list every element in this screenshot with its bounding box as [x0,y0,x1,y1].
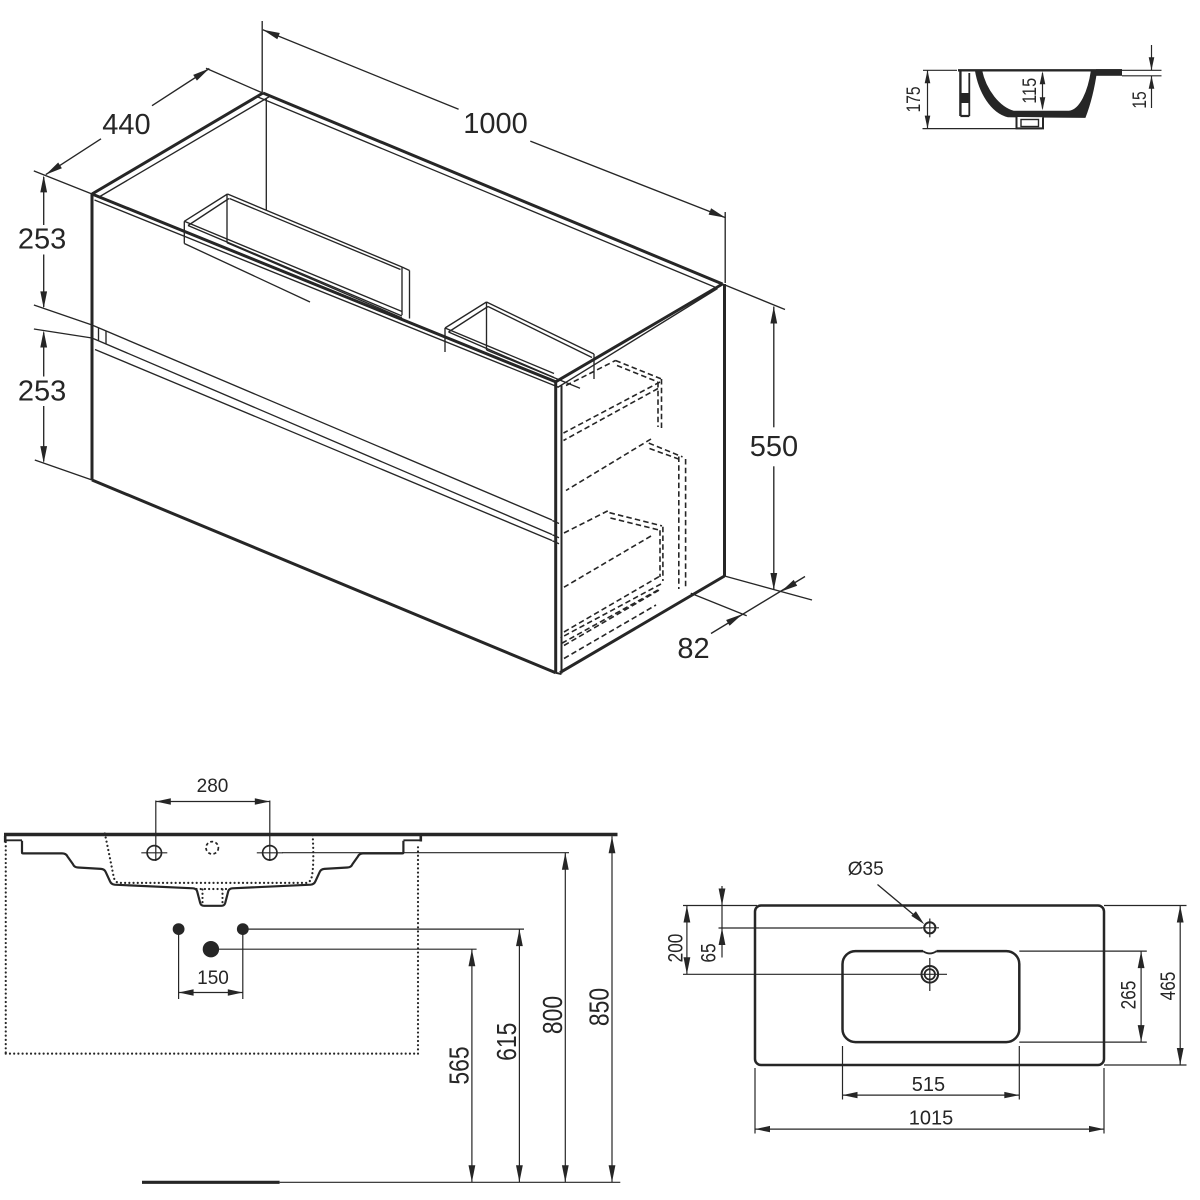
svg-text:15: 15 [1130,91,1151,108]
svg-text:115: 115 [1020,78,1041,104]
svg-text:65: 65 [698,943,721,962]
svg-text:850: 850 [584,988,615,1026]
svg-text:440: 440 [102,109,150,141]
svg-text:253: 253 [18,375,66,407]
svg-text:200: 200 [664,934,687,963]
svg-text:82: 82 [677,633,709,665]
svg-text:565: 565 [443,1046,474,1084]
svg-text:465: 465 [1157,972,1180,1001]
svg-text:150: 150 [197,968,229,989]
svg-text:253: 253 [18,224,66,256]
svg-text:1015: 1015 [909,1108,954,1130]
svg-text:280: 280 [197,776,229,797]
svg-text:550: 550 [750,431,798,463]
svg-text:1000: 1000 [463,108,528,140]
svg-text:265: 265 [1118,981,1141,1010]
svg-text:175: 175 [904,86,925,112]
svg-text:615: 615 [491,1023,522,1061]
svg-text:Ø35: Ø35 [848,859,884,880]
svg-text:800: 800 [537,996,568,1034]
svg-text:515: 515 [912,1074,945,1096]
